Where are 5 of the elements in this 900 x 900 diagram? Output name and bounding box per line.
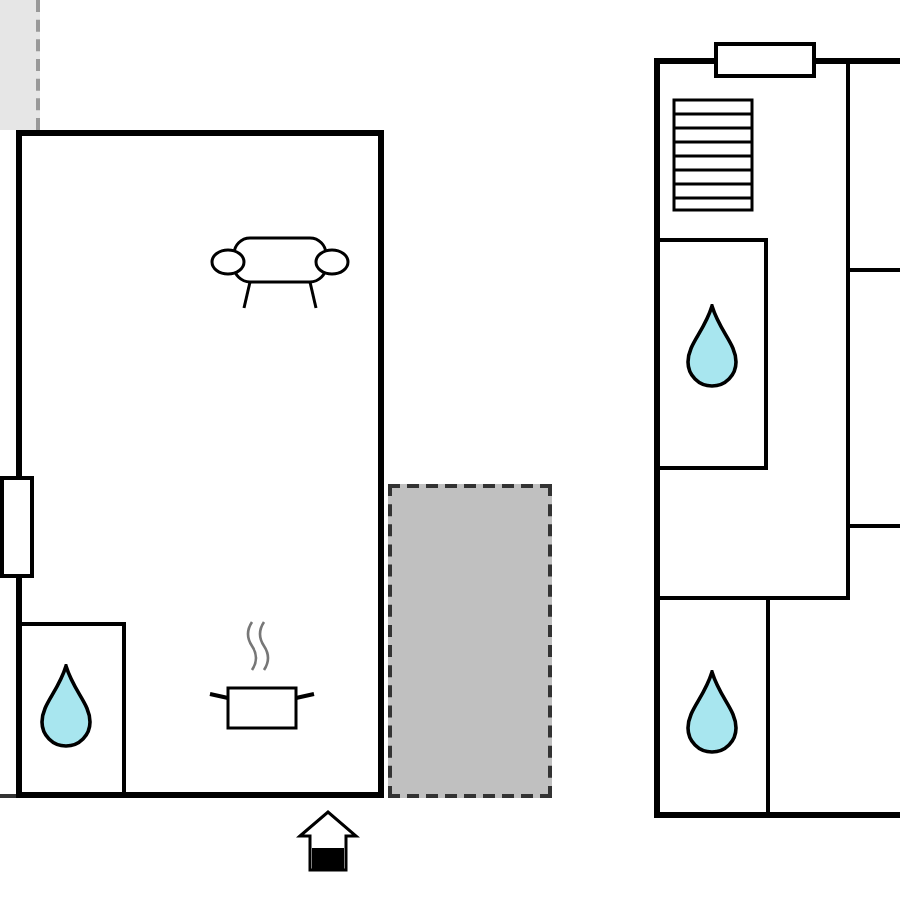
terrace-area — [388, 484, 552, 798]
building-outline — [654, 58, 900, 818]
bathroom-room — [16, 622, 126, 798]
bathroom-room — [656, 238, 768, 470]
building-outline — [16, 130, 384, 798]
